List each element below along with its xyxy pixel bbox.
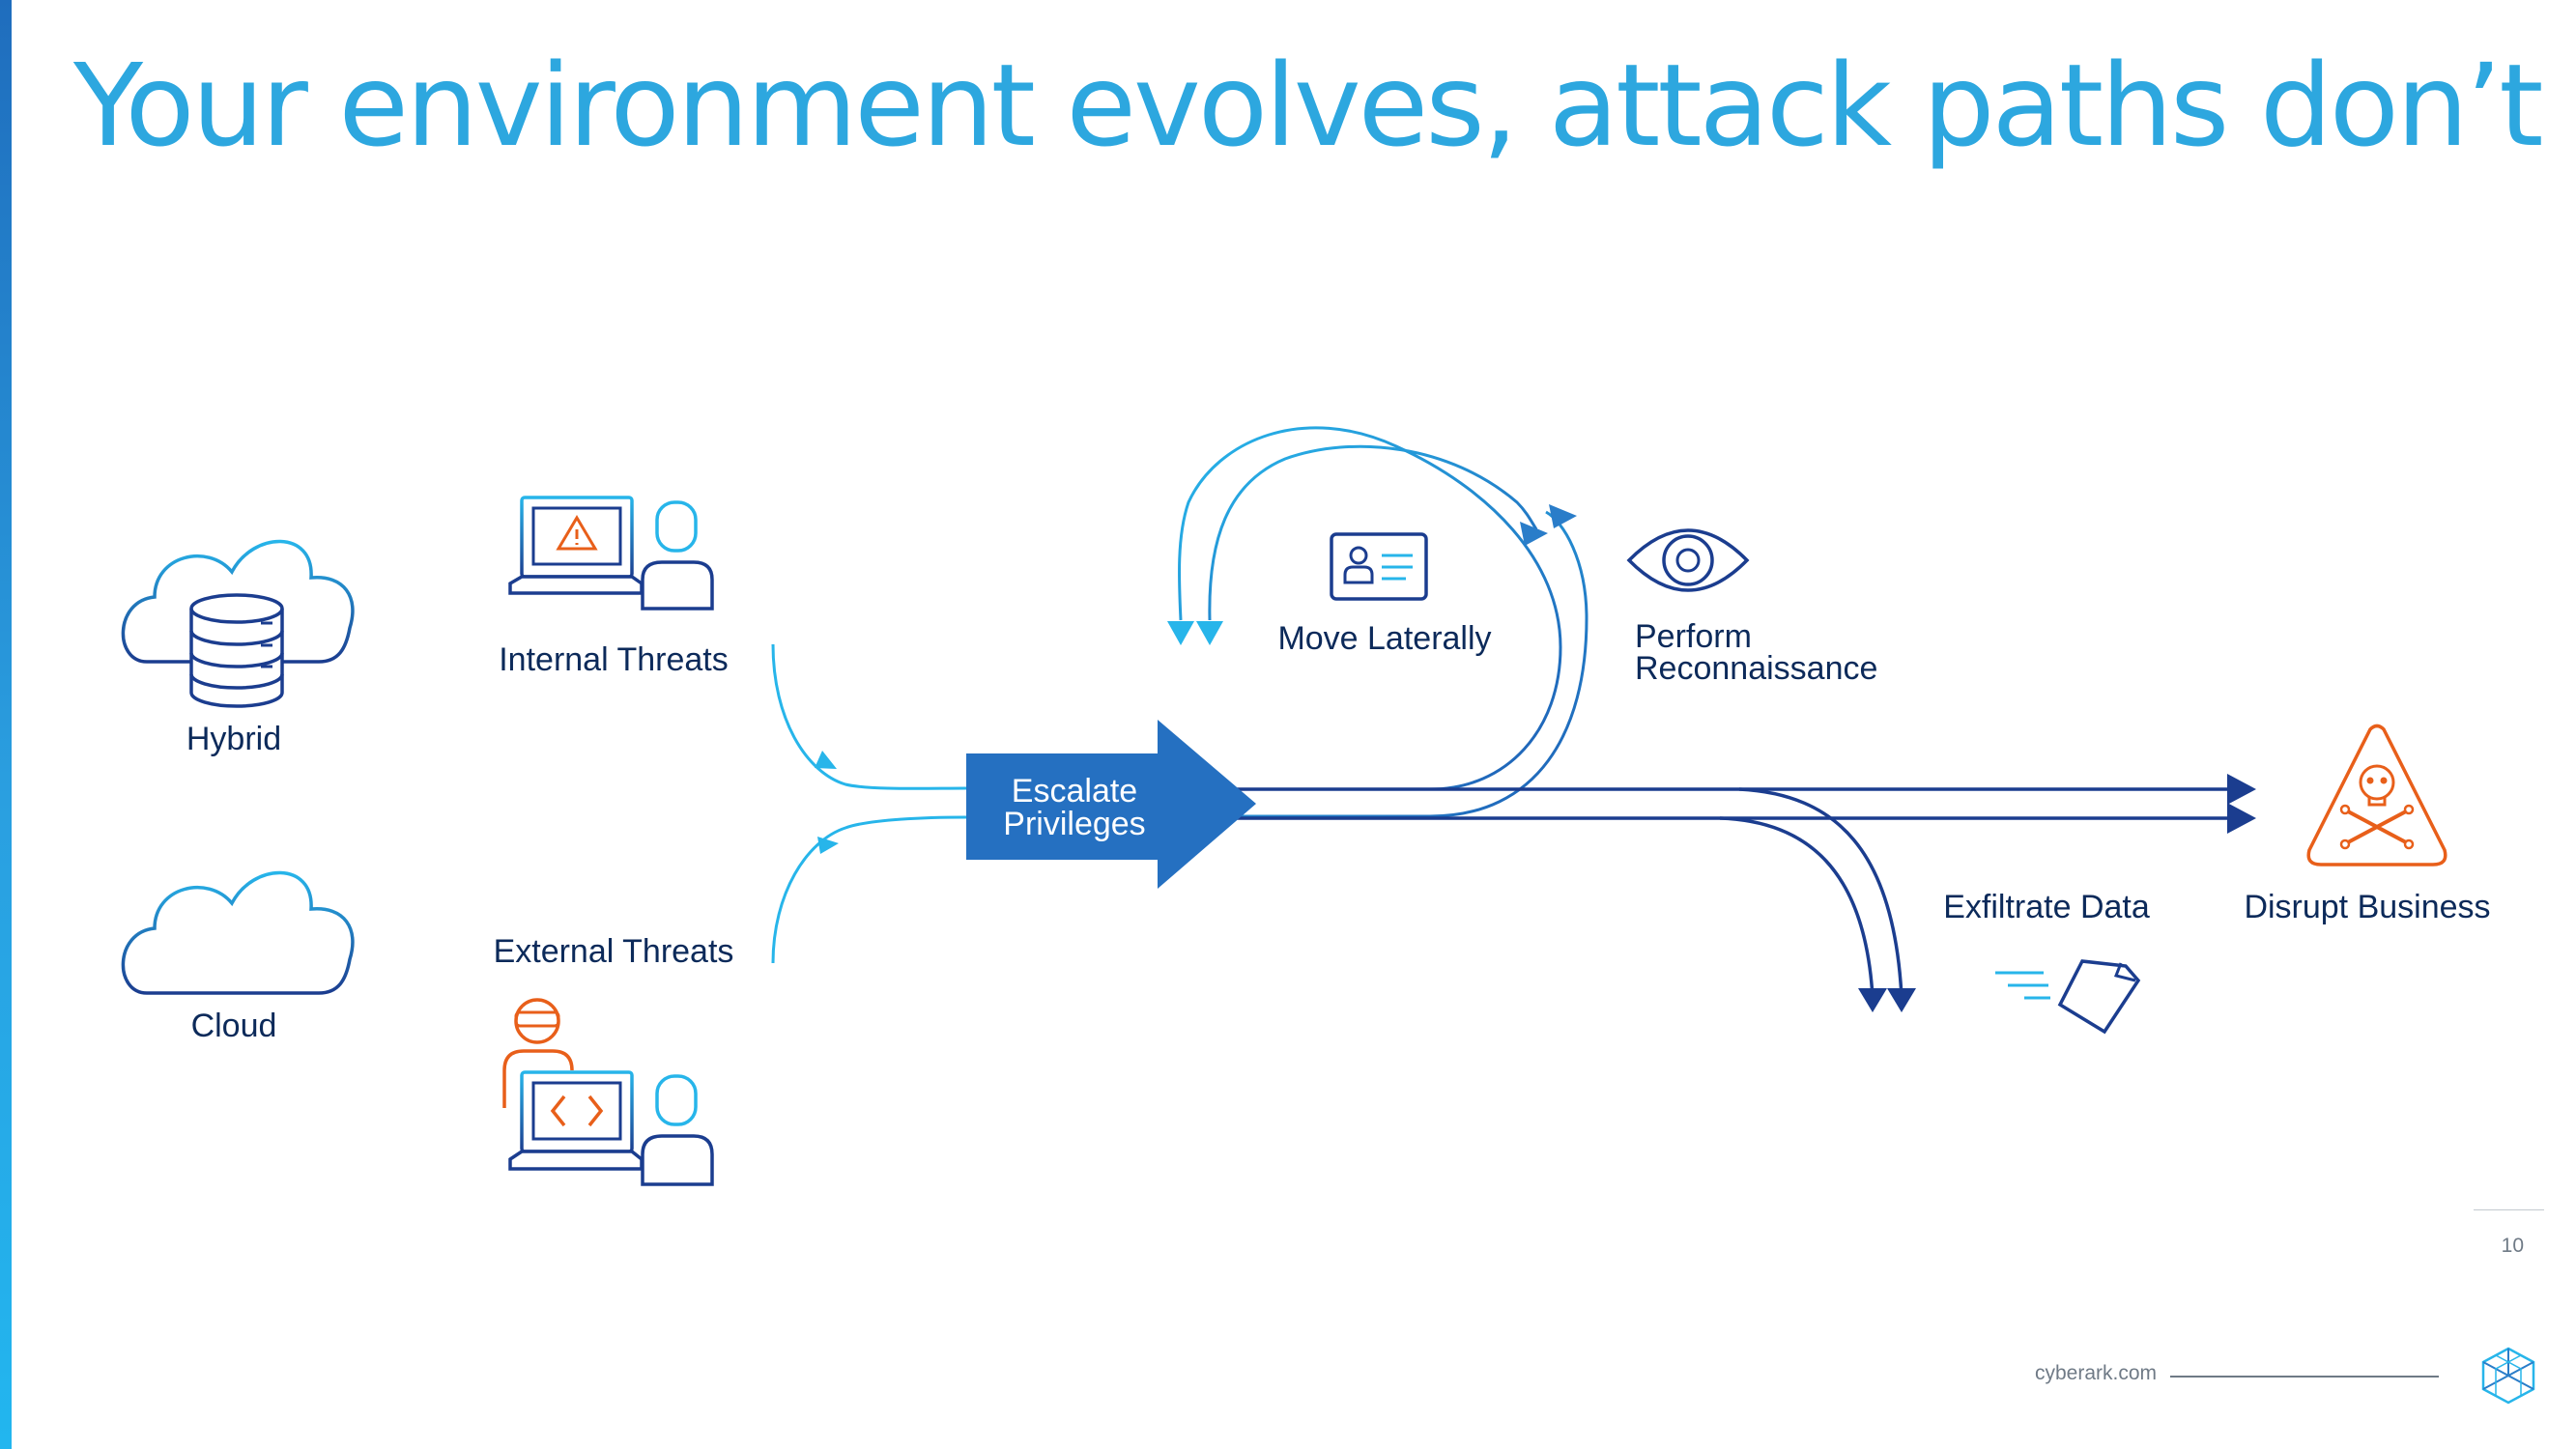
lateral-movement-loop (1167, 426, 1589, 818)
disrupt-business-label: Disrupt Business (2244, 889, 2490, 925)
laptop-warning-user-icon (508, 496, 714, 611)
footer-rule (2170, 1376, 2439, 1378)
slide-title: Your environment evolves, attack paths d… (73, 39, 2544, 172)
escalate-label-line1: Escalate (1012, 773, 1137, 810)
eye-icon (1626, 528, 1750, 592)
footer-url: cyberark.com (2035, 1362, 2158, 1384)
page-number-rule (2474, 1209, 2544, 1210)
escalate-label-line2: Privileges (1003, 806, 1145, 842)
cyberark-logo-icon (2481, 1347, 2535, 1405)
cloud-label: Cloud (191, 1008, 277, 1044)
external-threats-label: External Threats (494, 933, 734, 970)
threat-inflow-arrows (771, 643, 967, 964)
hacker-laptop-code-icon (502, 998, 714, 1186)
escalate-privileges-arrow (966, 720, 1256, 889)
skull-warning-icon (2306, 724, 2447, 867)
hybrid-label: Hybrid (186, 721, 281, 757)
move-laterally-label: Move Laterally (1277, 620, 1491, 657)
exfiltration-arrows (1719, 787, 1916, 1012)
left-accent-bar (0, 0, 12, 1449)
page-number: 10 (2501, 1235, 2524, 1257)
cloud-icon (121, 870, 355, 995)
flying-document-icon (1995, 959, 2141, 1035)
main-flow-arrows (1235, 774, 2256, 834)
internal-threats-label: Internal Threats (499, 641, 729, 678)
recon-label-line1: Perform (1635, 618, 1752, 655)
recon-label-line2: Reconnaissance (1635, 650, 1877, 687)
id-card-icon (1330, 532, 1428, 601)
exfiltrate-data-label: Exfiltrate Data (1943, 889, 2150, 925)
hybrid-icon (121, 539, 355, 708)
